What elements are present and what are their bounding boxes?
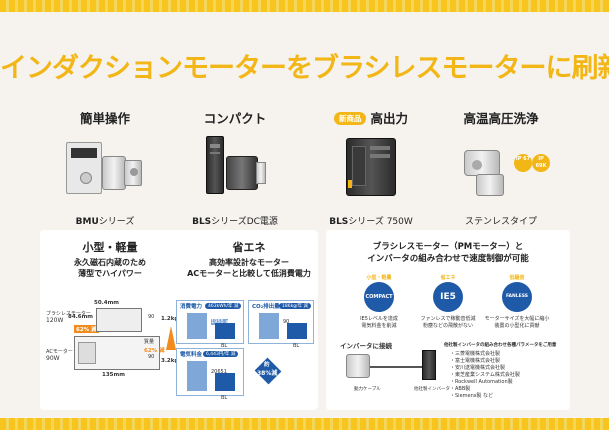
- compat-item: ・東芝産業システム株式会社製: [450, 372, 520, 378]
- energy-saving-title: 省エネ: [232, 241, 266, 254]
- icon-tag-ie5: 省エネ: [440, 275, 456, 281]
- icon-tag-compact: 小型・軽量: [366, 275, 392, 281]
- dim-side: 84.6mm: [68, 314, 94, 320]
- stainless-product-image: IP 67 IP 69K: [436, 134, 566, 204]
- co2-chart: CO₂排出量 186kg/年 減 90 BL: [248, 300, 314, 349]
- icon-desc-compact-2: 電気料金を削減: [361, 323, 397, 329]
- compat-item: ・安川送電機株式会社製: [450, 365, 506, 371]
- left-panel: 小型・軽量 永久磁石内蔵のため 薄型でハイパワー ブラシレスモーター 120W …: [40, 230, 318, 410]
- icon-tag-fanless: 低騒音: [509, 275, 525, 281]
- inverter-title: インバータに接続: [340, 342, 392, 350]
- compact-icon: COMPACT: [364, 282, 394, 312]
- compact-light-sub2: 薄型でハイパワー: [78, 269, 142, 278]
- right-title-line2: インバータの組み合わせで速度制御が可能: [367, 254, 529, 264]
- feature-caption: BLSシリーズ 750W: [329, 217, 413, 227]
- icon-desc-ie5-2: 粉塵などの飛散がない: [422, 323, 473, 329]
- right-panel: ブラシレスモーター（PMモーター）と インバータの組み合わせで速度制御が可能 小…: [326, 230, 570, 410]
- power-consumption-chart: 消費電力 463kWh/年 減 1955 a BL: [176, 300, 244, 349]
- ie5-icon: IE5: [433, 282, 463, 312]
- feature-compact: コンパクト BLSシリーズDC電源: [170, 108, 300, 227]
- ip69k-badge: IP 69K: [532, 154, 550, 172]
- icon-desc-fanless-2: 装置の小型化に貢献: [494, 323, 540, 329]
- feature-washdown: 高温高圧洗浄 IP 67 IP 69K ステンレスタイプ: [436, 108, 566, 227]
- feature-easy-operation: 簡単操作 BMUシリーズ: [40, 108, 170, 227]
- size-reduction: 62% 減: [74, 325, 99, 333]
- compat-item: ・富士電機株式会社製: [450, 358, 501, 364]
- icon-desc-compact-1: IE5レベルを達成: [360, 316, 398, 322]
- compat-item: ・Rockwell Automation製: [450, 379, 513, 385]
- feature-title: 新商品高出力: [306, 108, 436, 126]
- saving-badge: 38%減: [257, 370, 278, 377]
- compat-item: ・ABB製: [450, 386, 471, 392]
- icon-desc-ie5-1: ファンレスで稼動音低減: [420, 316, 476, 322]
- bottom-stripe: [0, 418, 609, 430]
- mass-label: 質量: [144, 339, 155, 345]
- dim-v2: 90: [148, 354, 155, 360]
- ip67-badge: IP 67: [514, 154, 532, 172]
- feature-title: 高温高圧洗浄: [463, 111, 539, 126]
- headline: インダクションモーターをブラシレスモーターに刷新: [0, 53, 609, 84]
- bls-750w-product-image: [306, 134, 436, 204]
- dim-bottom: 135mm: [102, 372, 125, 378]
- energy-saving-sub2: ACモーターと比較して低消費電力: [187, 269, 311, 278]
- saving-badge-top: 約: [264, 362, 270, 368]
- feature-caption: BMUシリーズ: [75, 217, 135, 227]
- feature-title: コンパクト: [203, 111, 267, 126]
- weight-a: 1.2kg: [161, 316, 179, 322]
- electricity-cost-chart: 電気料金 6,443円/年 減 20651 BL: [176, 348, 244, 401]
- mass-reduction: 62% 減: [144, 348, 165, 354]
- feature-caption: BLSシリーズDC電源: [192, 217, 278, 227]
- new-product-badge: 新商品: [333, 112, 367, 125]
- bls-motor-power: 120W: [46, 317, 64, 324]
- dim-v1: 90: [148, 314, 155, 320]
- right-title-line1: ブラシレスモーター（PMモーター）と: [372, 242, 524, 252]
- energy-saving-sub1: 高効率設計なモーター: [209, 258, 289, 267]
- compat-item: ・Siemens製 など: [450, 393, 493, 399]
- bls-motor-label: ブラシレスモーター: [46, 311, 91, 317]
- compat-title: 他社製インバータの組み合わせ各種パラメータをご用意: [444, 343, 557, 348]
- fanless-icon: FANLESS: [502, 282, 532, 312]
- ac-motor-label: ACモーター: [46, 349, 73, 355]
- feature-high-output: 新商品高出力 BLSシリーズ 750W: [306, 108, 436, 227]
- motor-cable-label: 動力ケーブル: [354, 387, 381, 392]
- compat-item: ・三菱電機株式会社製: [450, 351, 501, 357]
- ac-motor-power: 90W: [46, 355, 60, 362]
- arrow-up-icon: [166, 326, 176, 350]
- weight-b: 3.2kg: [161, 358, 179, 364]
- dim-top: 50.4mm: [94, 300, 120, 306]
- compact-light-title: 小型・軽量: [82, 241, 138, 254]
- feature-title: 簡単操作: [79, 111, 130, 126]
- feature-caption: ステンレスタイプ: [464, 217, 537, 227]
- bls-dc-product-image: [170, 134, 300, 204]
- inverter-label: 他社製インバータ: [414, 387, 450, 392]
- compact-light-sub1: 永久磁石内蔵のため: [74, 258, 146, 267]
- top-stripe: [0, 0, 609, 12]
- icon-desc-fanless-1: モーターサイズを大幅に縮小: [484, 316, 550, 322]
- bmu-product-image: [40, 134, 170, 204]
